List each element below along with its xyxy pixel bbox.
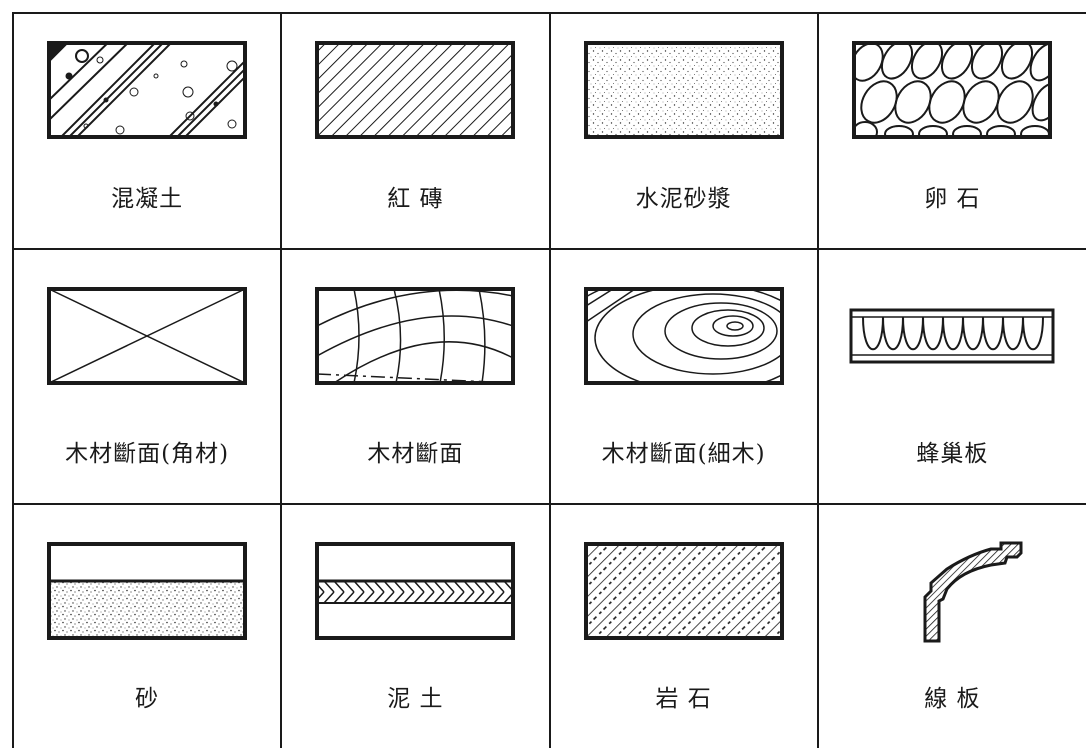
pebble-pattern-icon: [819, 40, 1086, 190]
legend-label-pebble: 卵 石: [924, 186, 981, 212]
legend-cell-soil: 泥 土: [280, 503, 551, 748]
rock-pattern-icon: [551, 541, 817, 691]
legend-cell-cement-mortar: 水泥砂漿: [548, 12, 819, 250]
legend-label-timber-section-fine: 木材斷面(細木): [601, 441, 766, 467]
legend-label-timber-section-square: 木材斷面(角材): [65, 441, 230, 467]
legend-cell-sand: 砂: [11, 503, 283, 748]
legend-cell-timber-section-fine: 木材斷面(細木): [548, 248, 819, 505]
sand-pattern-icon: [14, 541, 280, 691]
legend-label-soil: 泥 土: [387, 686, 444, 712]
legend-cell-pebble: 卵 石: [816, 12, 1086, 250]
honeycomb-board-icon: [819, 286, 1086, 458]
legend-cell-timber-section-square: 木材斷面(角材): [11, 248, 283, 505]
legend-cell-rock: 岩 石: [548, 503, 819, 748]
concrete-pattern-icon: [14, 40, 280, 190]
timber-fine-section-icon: [551, 286, 817, 436]
cement-mortar-pattern-icon: [551, 40, 817, 190]
legend-cell-concrete: 混凝土: [11, 12, 283, 250]
legend-label-cement-mortar: 水泥砂漿: [635, 186, 732, 212]
legend-label-red-brick: 紅 磚: [387, 186, 444, 212]
red-brick-pattern-icon: [282, 40, 548, 190]
legend-cell-red-brick: 紅 磚: [280, 12, 551, 250]
legend-label-concrete: 混凝土: [111, 186, 184, 212]
legend-cell-timber-section: 木材斷面: [280, 248, 551, 505]
legend-label-honeycomb-board: 蜂巢板: [916, 441, 989, 467]
legend-cell-honeycomb-board: 蜂巢板: [816, 248, 1086, 505]
timber-square-section-icon: [14, 286, 280, 436]
molding-profile-icon: [819, 541, 1086, 691]
legend-label-sand: 砂: [135, 686, 160, 712]
timber-section-icon: [282, 286, 548, 436]
legend-label-timber-section: 木材斷面: [367, 441, 464, 467]
legend-cell-molding: 線 板: [816, 503, 1086, 748]
legend-label-rock: 岩 石: [655, 686, 712, 712]
soil-pattern-icon: [282, 541, 548, 691]
material-legend-table: 混凝土 紅 磚: [11, 12, 1086, 748]
legend-label-molding: 線 板: [924, 686, 981, 712]
